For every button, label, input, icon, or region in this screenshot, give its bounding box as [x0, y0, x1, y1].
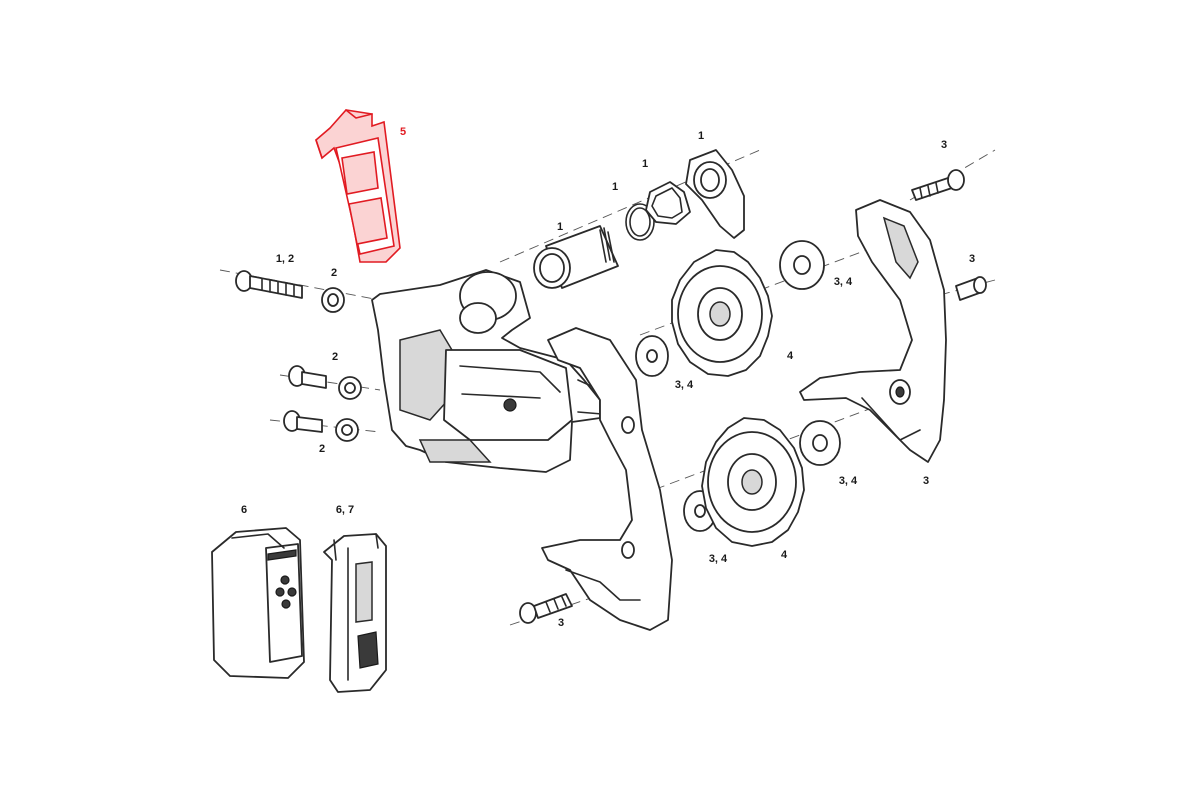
- callout-cage-bolt: 3: [941, 139, 947, 151]
- low-bolt-part: [283, 410, 359, 442]
- outer-cage-part: [799, 199, 947, 463]
- callout-washer-upper-right: 3, 4: [834, 276, 853, 288]
- callout-oring: 1: [612, 181, 618, 193]
- callout-pulley-upper: 4: [787, 350, 794, 362]
- callout-seal: 1: [642, 158, 648, 170]
- seal-part: [645, 181, 691, 225]
- main-bolt-part: [235, 270, 303, 299]
- callout-washer-upper-left: 3, 4: [675, 379, 694, 391]
- callout-washer-lower-left: 3, 4: [709, 553, 728, 565]
- inner-cage-part: [541, 327, 673, 631]
- callout-cage-pin: 3: [969, 253, 975, 265]
- callout-main-nut: 2: [331, 267, 337, 279]
- callout-bottom-bolt: 3: [558, 617, 564, 629]
- mid-bolt-part: [288, 365, 362, 400]
- callout-outer-cage: 3: [923, 475, 929, 487]
- pulley-upper-part: [671, 249, 773, 377]
- battery-cover-part: [315, 109, 401, 263]
- callout-mid-washer: 2: [332, 351, 338, 363]
- callout-battery: 6: [241, 504, 247, 516]
- washer-lower-right-part: [799, 420, 841, 466]
- callout-bushing: 1: [557, 221, 563, 233]
- battery-part: [211, 527, 305, 679]
- bottom-bolt-part: [519, 593, 573, 624]
- callout-pulley-lower: 4: [781, 549, 788, 561]
- battery-clip-part: [323, 533, 387, 693]
- callout-washer-lower-right: 3, 4: [839, 475, 858, 487]
- washer-upper-right-part: [779, 240, 825, 290]
- callout-main-bolt: 1, 2: [276, 253, 294, 265]
- washer-upper-left-part: [635, 335, 669, 377]
- cage-bolt-part: [911, 169, 965, 201]
- oring-part: [625, 203, 655, 241]
- callout-labels: 5 1, 2 2 2 2 1 1 1 1 3 3 3, 4 4 3, 4 3, …: [241, 126, 975, 629]
- callout-battery-cover: 5: [400, 126, 406, 138]
- callout-low-washer: 2: [319, 443, 325, 455]
- derailleur-body-part: [371, 269, 605, 473]
- main-nut-part: [321, 287, 345, 313]
- pulley-lower-part: [701, 417, 805, 547]
- bushing-part: [533, 225, 619, 289]
- cage-stop-part: [685, 149, 745, 239]
- cage-pin-part: [955, 276, 987, 301]
- callout-cage-stop: 1: [698, 130, 704, 142]
- callout-battery-clip: 6, 7: [336, 504, 354, 516]
